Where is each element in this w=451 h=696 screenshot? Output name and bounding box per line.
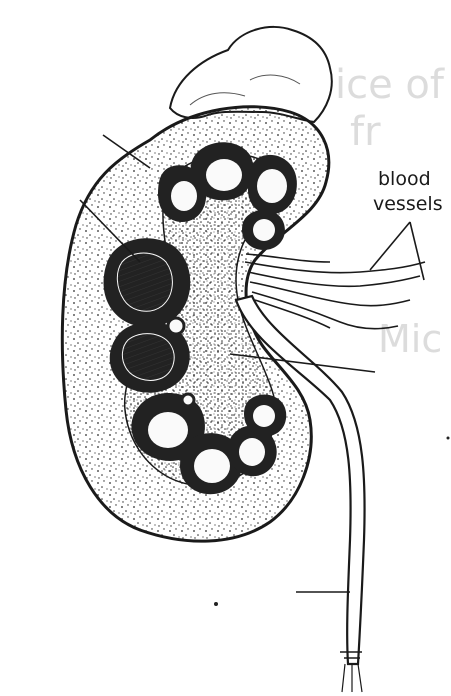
bleed-line-3: Mic — [378, 317, 442, 361]
pointer-blood-vessels-b — [410, 222, 424, 280]
label-blood: blood — [378, 168, 431, 190]
speck — [214, 602, 218, 606]
bleed-line-1: ice of — [335, 62, 445, 108]
bleed-line-2: fr — [350, 109, 381, 155]
speck — [447, 437, 450, 440]
label-vessels: vessels — [373, 193, 443, 215]
pointer-blood-vessels-a — [370, 222, 410, 270]
